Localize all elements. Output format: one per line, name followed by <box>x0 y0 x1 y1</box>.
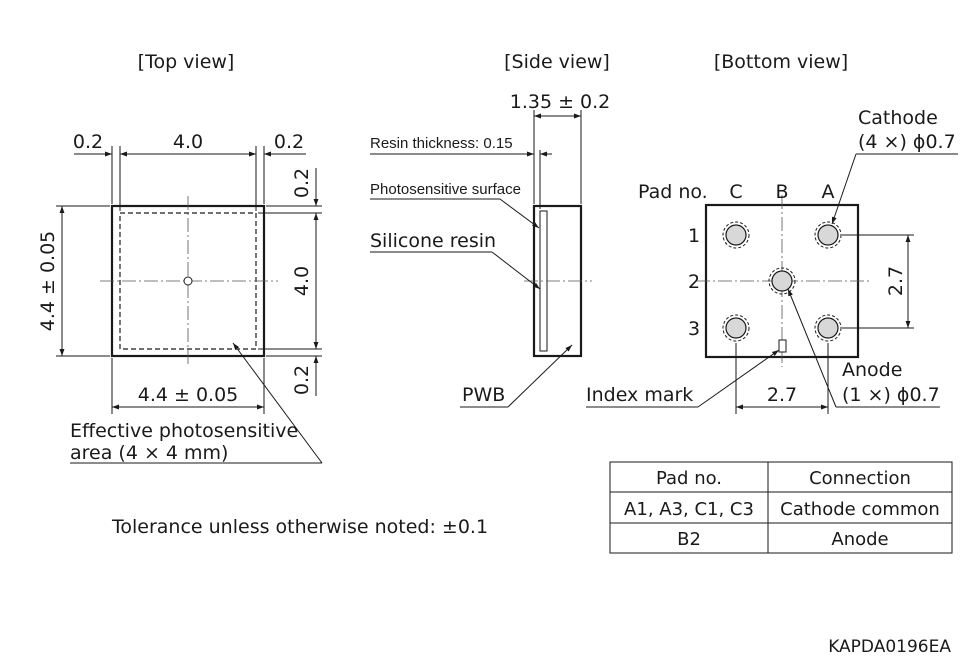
column-a-label: A <box>822 181 835 203</box>
tolerance-note: Tolerance unless otherwise noted: ±0.1 <box>111 516 488 538</box>
dim-width: 4.0 <box>173 131 203 153</box>
table-row-1-connection: Cathode common <box>780 499 940 520</box>
top-view-center-mark <box>183 276 193 286</box>
photosensitive-surface-label: Photosensitive surface <box>370 181 521 198</box>
connection-table: Pad no. Connection A1, A3, C1, C3 Cathod… <box>609 461 953 554</box>
side-view: 1.35 ± 0.2 Resin thickness: 0.15 Photose… <box>370 91 611 408</box>
pad-c3 <box>722 314 750 342</box>
pad-a1 <box>814 221 842 249</box>
pad-a3 <box>814 314 842 342</box>
dim-outer-width: 4.4 ± 0.05 <box>138 384 239 406</box>
active-area-label-1: Effective photosensitive <box>70 420 298 442</box>
top-view: 0.2 4.0 0.2 0.2 4.0 0.2 4.4 ± 0.05 4.4 ±… <box>37 131 323 464</box>
dim-top-margin: 0.2 <box>291 168 313 198</box>
row-2-label: 2 <box>688 271 700 293</box>
anode-spec: (1 ×) ϕ0.7 <box>842 384 940 406</box>
dim-bottom-margin: 0.2 <box>291 365 313 395</box>
table-row-2-connection: Anode <box>831 529 888 550</box>
row-1-label: 1 <box>688 225 700 247</box>
dim-pitch-vertical: 2.7 <box>885 266 907 296</box>
dim-thickness: 1.35 ± 0.2 <box>510 91 611 113</box>
top-view-title: [Top view] <box>138 51 235 73</box>
table-row-2-pad: B2 <box>677 529 701 550</box>
column-c-label: C <box>729 181 742 203</box>
dim-inner-height: 4.0 <box>291 266 313 296</box>
pad-c1 <box>722 221 750 249</box>
bottom-view: Pad no. C B A 1 2 3 Cathode (4 ×) ϕ0.7 2… <box>586 107 958 414</box>
dim-pitch-horizontal: 2.7 <box>767 384 797 406</box>
silicone-resin-label: Silicone resin <box>370 230 496 252</box>
index-mark <box>778 339 787 353</box>
cathode-spec: (4 ×) ϕ0.7 <box>858 131 956 153</box>
side-view-title: [Side view] <box>504 51 610 73</box>
resin-thickness-label: Resin thickness: 0.15 <box>370 135 513 152</box>
bottom-view-title: [Bottom view] <box>714 51 848 73</box>
row-3-label: 3 <box>688 318 700 340</box>
pad-no-label: Pad no. <box>638 181 708 203</box>
pwb-label: PWB <box>462 384 505 406</box>
table-header-pad: Pad no. <box>656 468 722 489</box>
pad-b2 <box>768 267 796 295</box>
index-mark-label: Index mark <box>586 384 693 406</box>
column-b-label: B <box>775 181 788 203</box>
active-area-label-2: area (4 × 4 mm) <box>70 442 228 464</box>
table-header-connection: Connection <box>809 468 911 489</box>
dim-left-margin: 0.2 <box>73 131 103 153</box>
cathode-label: Cathode <box>858 107 938 129</box>
anode-label: Anode <box>842 359 902 381</box>
dim-right-margin: 0.2 <box>274 131 304 153</box>
dim-outer-height: 4.4 ± 0.05 <box>37 231 59 332</box>
drawing-code: KAPDA0196EA <box>828 637 951 657</box>
table-row-1-pad: A1, A3, C1, C3 <box>624 499 754 520</box>
